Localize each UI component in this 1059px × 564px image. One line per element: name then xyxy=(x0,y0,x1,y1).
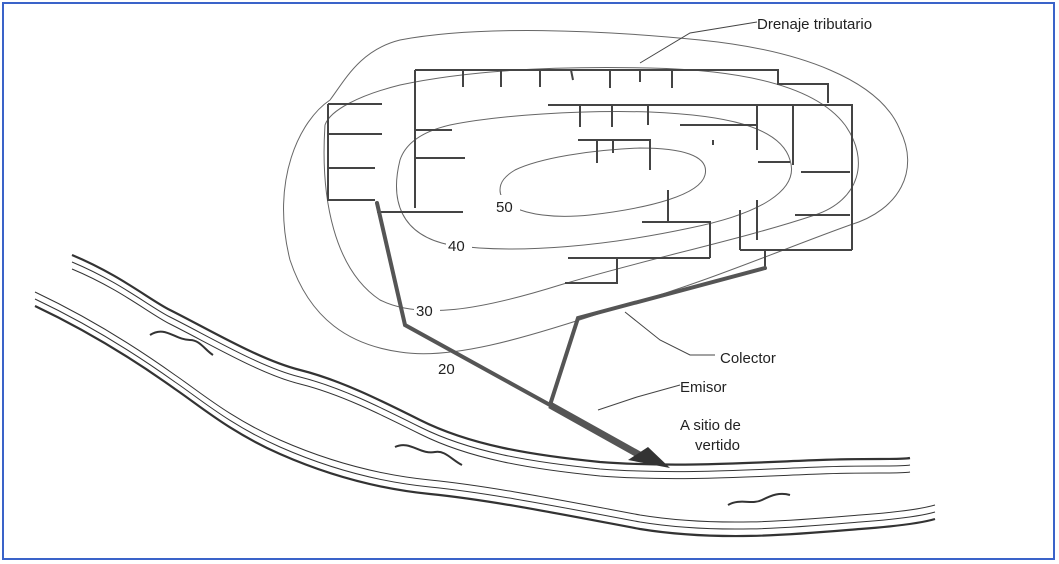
contour-40 xyxy=(396,111,792,250)
tributary-network xyxy=(327,69,853,284)
contour-lines xyxy=(283,30,909,355)
leader-tributary xyxy=(639,21,758,64)
label-destination-line1: A sitio de xyxy=(680,417,741,434)
leader-collector xyxy=(624,311,715,356)
leader-lines xyxy=(597,21,758,411)
emitter-outfall xyxy=(548,401,670,468)
label-destination-line2: vertido xyxy=(695,437,740,454)
collector-west xyxy=(375,201,552,407)
leader-emitter xyxy=(597,384,681,411)
contour-label-40: 40 xyxy=(448,238,465,255)
river-bank-upper xyxy=(71,253,911,466)
collector-east xyxy=(548,266,767,407)
contour-labels: 50 40 30 20 xyxy=(414,195,520,378)
river-flow-marks xyxy=(149,330,791,506)
contour-label-50: 50 xyxy=(496,199,513,216)
river-bank-lower xyxy=(34,305,936,538)
main-collectors xyxy=(375,201,767,407)
contour-20 xyxy=(283,30,909,355)
label-collector: Colector xyxy=(720,350,776,367)
contour-label-30: 30 xyxy=(416,303,433,320)
contour-label-20: 20 xyxy=(438,361,455,378)
label-tributary-drainage: Drenaje tributario xyxy=(757,16,872,33)
contour-50 xyxy=(499,147,706,217)
label-emitter: Emisor xyxy=(680,379,727,396)
contour-30 xyxy=(323,67,859,312)
river xyxy=(34,253,936,538)
outfall-arrowhead xyxy=(628,447,670,468)
